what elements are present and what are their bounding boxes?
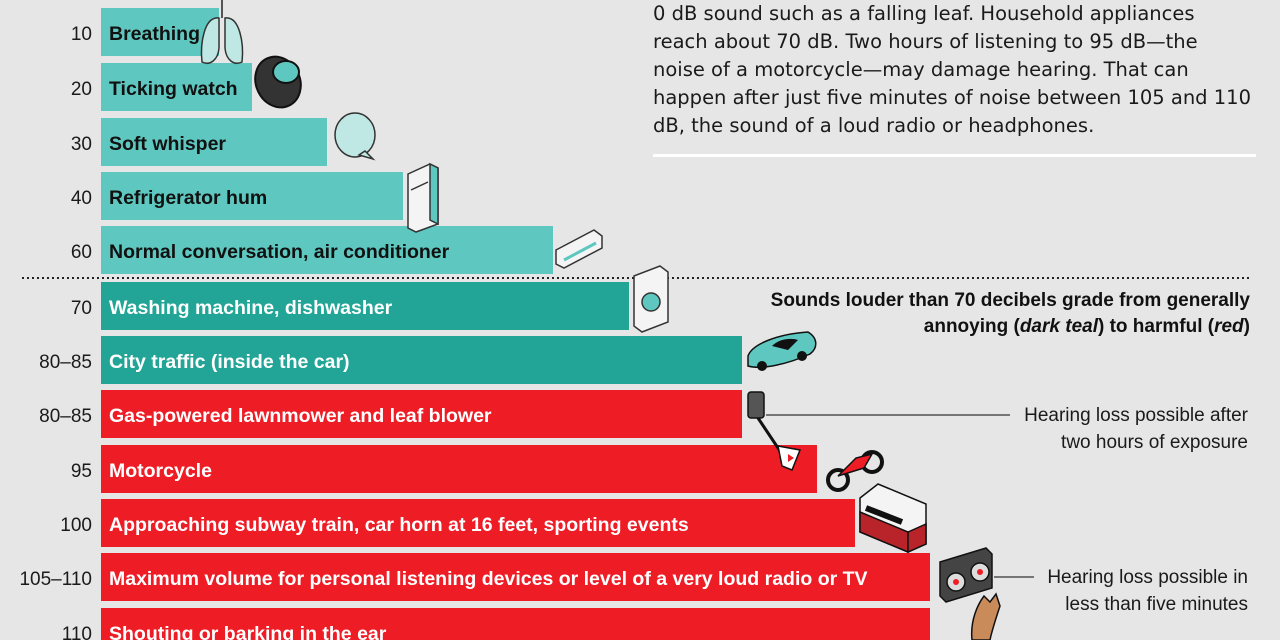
db-value-label-3: 40	[71, 188, 92, 209]
bar-5	[101, 282, 629, 330]
bar-6	[101, 336, 742, 384]
annotation-five-minutes-line2: less than five minutes	[1065, 594, 1248, 615]
db-value-label-9: 100	[60, 515, 92, 536]
db-value-label-2: 30	[71, 134, 92, 155]
legend-note-red: red	[1214, 316, 1244, 337]
db-value-label-7: 80–85	[39, 406, 92, 427]
legend-note-part-c: )	[1243, 316, 1250, 337]
legend-note-teal: dark teal	[1019, 316, 1098, 337]
bar-label-5: Washing machine, dishwasher	[109, 297, 393, 319]
db-value-label-4: 60	[71, 242, 92, 263]
car-icon	[747, 331, 817, 371]
legend-note-line1: Sounds louder than 70 decibels grade fro…	[770, 290, 1250, 311]
lungs-icon	[200, 0, 244, 64]
bar-label-10: Maximum volume for personal listening de…	[109, 568, 868, 590]
bar-4	[101, 226, 553, 274]
annotation-two-hours: Hearing loss possible after two hours of…	[1024, 402, 1248, 456]
db-value-label-1: 20	[71, 79, 92, 100]
annotation-five-minutes: Hearing loss possible in less than five …	[1047, 564, 1248, 618]
bar-10	[101, 553, 930, 601]
legend-note: Sounds louder than 70 decibels grade fro…	[690, 288, 1250, 340]
dog-icon	[970, 592, 1001, 640]
bar-label-2: Soft whisper	[109, 133, 226, 155]
bar-1	[101, 63, 252, 111]
bar-7	[101, 390, 742, 438]
intro-divider	[653, 154, 1256, 157]
icons-group	[200, 0, 1001, 640]
db-value-label-8: 95	[71, 461, 92, 482]
db-value-label-6: 80–85	[39, 352, 92, 373]
watch-icon	[254, 55, 302, 109]
legend-note-part-b: ) to harmful (	[1097, 316, 1215, 337]
bar-3	[101, 172, 403, 220]
annotation-five-minutes-line1: Hearing loss possible in	[1047, 567, 1248, 588]
annotation-two-hours-line1: Hearing loss possible after	[1024, 405, 1248, 426]
bar-label-9: Approaching subway train, car horn at 16…	[109, 514, 689, 536]
bar-label-0: Breathing	[109, 23, 200, 45]
speech-bubble-icon	[334, 112, 376, 161]
bar-label-7: Gas-powered lawnmower and leaf blower	[109, 405, 492, 427]
bar-9	[101, 499, 855, 547]
bar-label-6: City traffic (inside the car)	[109, 351, 350, 373]
subway-train-icon	[859, 483, 927, 554]
db-value-label-0: 10	[71, 24, 92, 45]
bar-11	[101, 608, 930, 640]
bar-label-4: Normal conversation, air conditioner	[109, 241, 450, 263]
bar-label-11: Shouting or barking in the ear	[109, 623, 387, 640]
intro-paragraph: 0 dB sound such as a falling leaf. House…	[653, 2, 1251, 137]
legend-note-part-a: annoying (	[923, 316, 1020, 337]
motorcycle-icon	[826, 450, 884, 492]
db-value-label-5: 70	[71, 298, 92, 319]
annotation-two-hours-line2: two hours of exposure	[1061, 432, 1248, 453]
bar-2	[101, 118, 327, 166]
bar-label-1: Ticking watch	[109, 78, 238, 100]
bar-8	[101, 445, 817, 493]
air-conditioner-icon	[555, 229, 603, 269]
bar-0	[101, 8, 219, 56]
leaf-blower-icon	[747, 391, 802, 471]
annotation-leaders	[766, 414, 1034, 578]
db-value-label-11: 110	[62, 624, 92, 640]
speaker-icon	[939, 547, 993, 603]
washing-machine-icon	[633, 265, 669, 333]
bar-label-3: Refrigerator hum	[109, 187, 267, 209]
bar-label-8: Motorcycle	[109, 460, 212, 482]
db-value-label-10: 105–110	[19, 569, 92, 590]
refrigerator-icon	[407, 162, 439, 233]
